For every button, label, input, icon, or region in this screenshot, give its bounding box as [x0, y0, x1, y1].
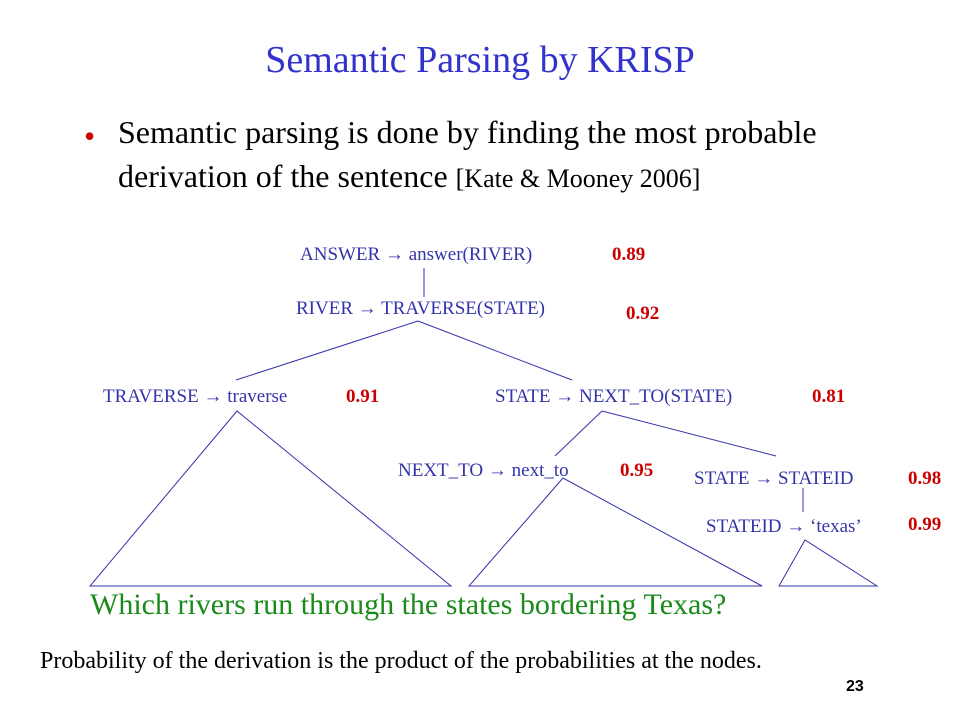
node-river-rule: RIVER → TRAVERSE(STATE)	[296, 298, 546, 319]
edge-river-traverse	[235, 320, 419, 381]
node-traverse-prob: 0.91	[346, 386, 380, 407]
bullet-body: Semantic parsing is done by finding the …	[118, 114, 817, 194]
footnote-text: Probability of the derivation is the pro…	[40, 648, 762, 674]
triangle-stateid	[778, 539, 879, 587]
node-stateid-prob: 0.99	[908, 514, 942, 535]
node-traverse-rule: TRAVERSE → traverse	[103, 386, 288, 407]
node-state-stateid-rule: STATE → STATEID	[694, 468, 854, 489]
bullet-marker: •	[84, 118, 96, 154]
page-number: 23	[846, 678, 864, 695]
triangle-traverse	[88, 410, 453, 587]
node-answer-prob: 0.89	[612, 244, 646, 265]
node-nextto-rule: NEXT_TO → next_to	[398, 460, 569, 481]
node-stateid-rule: STATEID → ‘texas’	[706, 516, 862, 537]
edge-state-state	[601, 410, 777, 457]
bullet-text: Semantic parsing is done by finding the …	[118, 110, 898, 201]
node-state-nextto-rule: STATE → NEXT_TO(STATE)	[495, 386, 733, 407]
bullet-citation: [Kate & Mooney 2006]	[455, 164, 701, 193]
edge-river-state	[417, 320, 573, 381]
edge-state-nextto	[554, 410, 603, 457]
node-state-nextto-prob: 0.81	[812, 386, 846, 407]
node-river-prob: 0.92	[626, 303, 660, 324]
node-state-stateid-prob: 0.98	[908, 468, 942, 489]
node-nextto-prob: 0.95	[620, 460, 654, 481]
example-sentence: Which rivers run through the states bord…	[90, 588, 727, 621]
triangle-nextto	[467, 477, 763, 587]
node-answer-rule: ANSWER → answer(RIVER)	[300, 244, 533, 265]
slide-title: Semantic Parsing by KRISP	[265, 39, 695, 81]
